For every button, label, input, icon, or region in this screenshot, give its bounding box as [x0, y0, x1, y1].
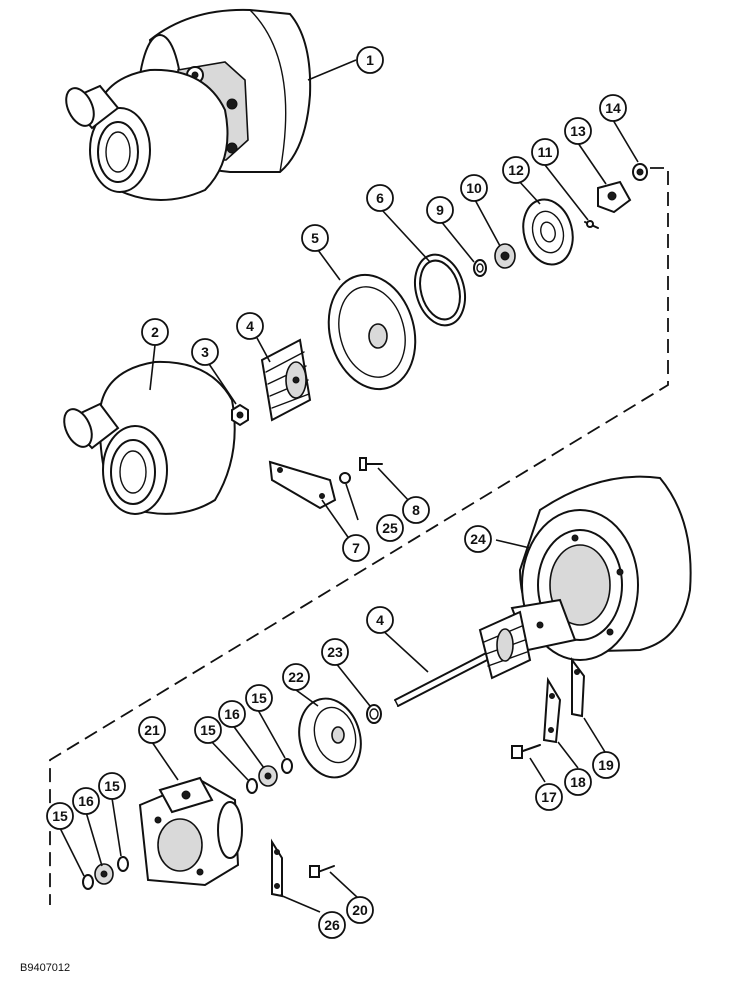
callout-9: 9 [426, 196, 454, 224]
svg-text:4: 4 [246, 318, 254, 334]
svg-text:22: 22 [288, 669, 304, 685]
svg-text:15: 15 [251, 690, 267, 706]
seal-ring [414, 253, 466, 327]
callout-15-c: 15 [46, 802, 74, 830]
svg-text:12: 12 [508, 162, 524, 178]
callout-15-a: 15 [194, 716, 222, 744]
svg-text:15: 15 [200, 722, 216, 738]
svg-text:16: 16 [78, 793, 94, 809]
callout-21: 21 [138, 716, 166, 744]
backplate [327, 273, 417, 391]
svg-text:21: 21 [144, 722, 160, 738]
callout-2: 2 [141, 318, 169, 346]
retaining-parts-upper [268, 457, 383, 510]
svg-text:7: 7 [352, 540, 360, 556]
nut-part [231, 403, 249, 427]
svg-text:4: 4 [376, 612, 384, 628]
bearing-parts [298, 697, 382, 779]
assembly-dashed-line [49, 167, 669, 905]
callouts: 1 2 3 4 5 6 7 8 9 10 11 12 13 14 25 24 4… [46, 46, 627, 939]
leader-lines [59, 59, 639, 913]
callout-22: 22 [282, 663, 310, 691]
svg-text:26: 26 [324, 917, 340, 933]
small-parts-top [473, 163, 648, 277]
callout-17: 17 [535, 783, 563, 811]
svg-text:14: 14 [605, 100, 621, 116]
callout-14: 14 [599, 94, 627, 122]
callout-18: 18 [564, 768, 592, 796]
callout-15-d: 15 [98, 772, 126, 800]
svg-text:10: 10 [466, 180, 482, 196]
callout-15-b: 15 [245, 684, 273, 712]
callout-10: 10 [460, 174, 488, 202]
callout-13: 13 [564, 117, 592, 145]
svg-text:20: 20 [352, 902, 368, 918]
svg-text:15: 15 [104, 778, 120, 794]
svg-text:5: 5 [311, 230, 319, 246]
shaft-and-turbine-wheel [394, 610, 532, 707]
turbine-housing [510, 475, 692, 661]
callout-4-shaft: 4 [366, 606, 394, 634]
svg-text:18: 18 [570, 774, 586, 790]
compressor-housing [63, 360, 236, 515]
callout-11: 11 [531, 138, 559, 166]
svg-text:24: 24 [470, 531, 486, 547]
svg-text:19: 19 [598, 757, 614, 773]
bearing-rings-center [246, 758, 293, 794]
callout-1: 1 [356, 46, 384, 74]
svg-text:8: 8 [412, 502, 420, 518]
center-housing [138, 776, 243, 887]
svg-text:2: 2 [151, 324, 159, 340]
svg-text:16: 16 [224, 706, 240, 722]
svg-text:3: 3 [201, 344, 209, 360]
callout-19: 19 [592, 751, 620, 779]
callout-7: 7 [342, 534, 370, 562]
callout-20: 20 [346, 896, 374, 924]
svg-text:15: 15 [52, 808, 68, 824]
callout-5: 5 [301, 224, 329, 252]
svg-text:25: 25 [382, 520, 398, 536]
svg-text:17: 17 [541, 789, 557, 805]
callout-25: 25 [376, 514, 404, 542]
svg-text:9: 9 [436, 202, 444, 218]
callout-6: 6 [366, 184, 394, 212]
turbocharger-assembly [65, 8, 312, 201]
callout-8: 8 [402, 496, 430, 524]
svg-text:11: 11 [538, 144, 553, 160]
callout-24: 24 [464, 525, 492, 553]
svg-text:1: 1 [366, 52, 374, 68]
callout-12: 12 [502, 156, 530, 184]
compressor-wheel [260, 338, 312, 422]
figure-code: B9407012 [20, 962, 71, 974]
svg-text:6: 6 [376, 190, 384, 206]
svg-text:23: 23 [327, 644, 343, 660]
callout-23: 23 [321, 638, 349, 666]
bearing-rings-left [82, 856, 129, 890]
retaining-parts-bottom [271, 838, 335, 898]
svg-text:13: 13 [570, 123, 586, 139]
callout-26: 26 [318, 911, 346, 939]
retaining-parts-right [511, 657, 586, 759]
callout-16-b: 16 [72, 787, 100, 815]
callout-3: 3 [191, 338, 219, 366]
callout-16-a: 16 [218, 700, 246, 728]
callout-4: 4 [236, 312, 264, 340]
